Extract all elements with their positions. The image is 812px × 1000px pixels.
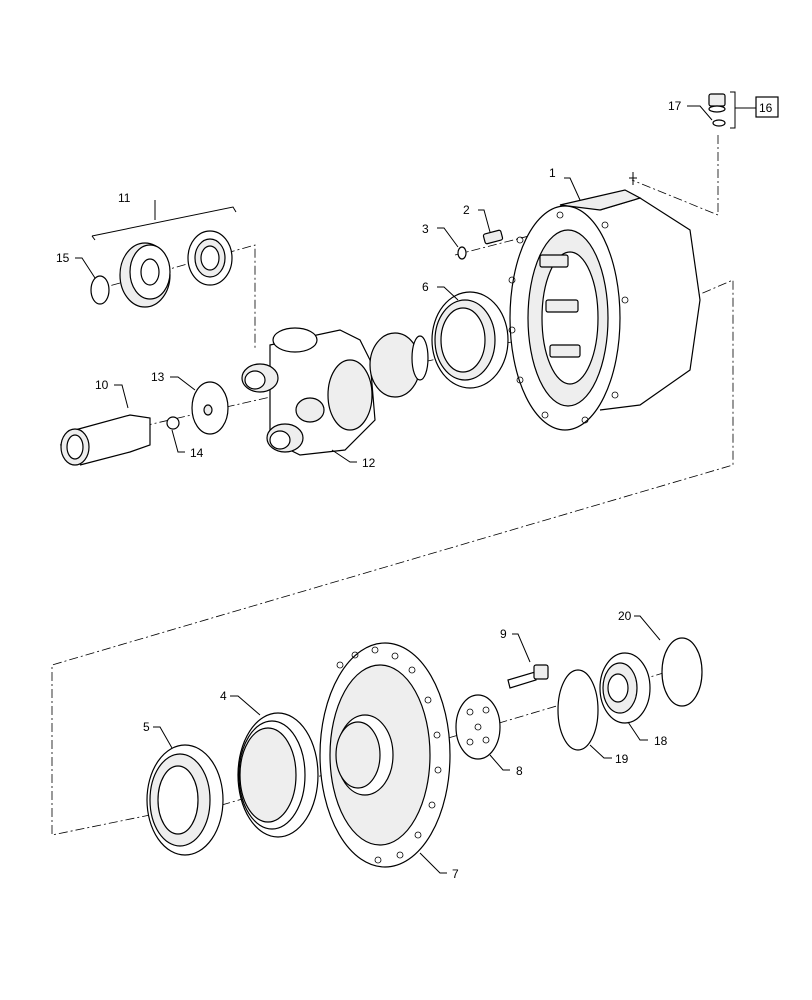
- callout-11: 11: [118, 191, 131, 205]
- part-13-thrust-washer: [191, 381, 229, 435]
- callout-10: 10: [95, 378, 109, 392]
- callout-18: 18: [654, 734, 668, 748]
- part-17-plug: [708, 91, 779, 129]
- callout-9: 9: [500, 627, 507, 641]
- callout-20: 20: [618, 609, 632, 623]
- callout-8: 8: [516, 764, 523, 778]
- callout-13: 13: [151, 370, 165, 384]
- callout-3: 3: [422, 222, 429, 236]
- callout-box-16: [755, 96, 779, 118]
- part-11-gear-bearing: [91, 200, 237, 308]
- part-7-hub: [319, 642, 451, 868]
- part-5-seal: [146, 744, 224, 856]
- part-18-cover: [599, 652, 651, 724]
- part-10-shaft: [60, 414, 151, 466]
- part-12-planet-carrier: [241, 327, 429, 456]
- callout-2: 2: [463, 203, 470, 217]
- callout-4: 4: [220, 689, 227, 703]
- callout-14: 14: [190, 446, 204, 460]
- callout-15: 15: [56, 251, 70, 265]
- leader-lines: [75, 105, 713, 874]
- callout-6: 6: [422, 280, 429, 294]
- part-8-disc: [455, 694, 501, 760]
- part-15-snap-ring: [90, 275, 110, 305]
- callout-19: 19: [615, 752, 629, 766]
- part-19-o-ring: [557, 669, 599, 751]
- callout-5: 5: [143, 720, 150, 734]
- part-9-bolt: [507, 664, 549, 689]
- part-4-bearing: [237, 712, 319, 838]
- part-1-housing: [508, 172, 701, 431]
- part-20-snap-ring: [661, 637, 703, 707]
- part-6-seal: [431, 291, 509, 389]
- part-3-o-ring: [457, 246, 467, 260]
- callout-labels: 1 2 3 6 17 16 11 15 10 13 14 12 9 20 4 5…: [56, 99, 773, 881]
- callout-7: 7: [452, 867, 459, 881]
- callout-17: 17: [668, 99, 682, 113]
- callout-1: 1: [549, 166, 556, 180]
- callout-12: 12: [362, 456, 376, 470]
- callout-16: 16: [759, 101, 773, 115]
- part-2-fitting: [482, 229, 504, 245]
- part-14-pin: [166, 416, 180, 430]
